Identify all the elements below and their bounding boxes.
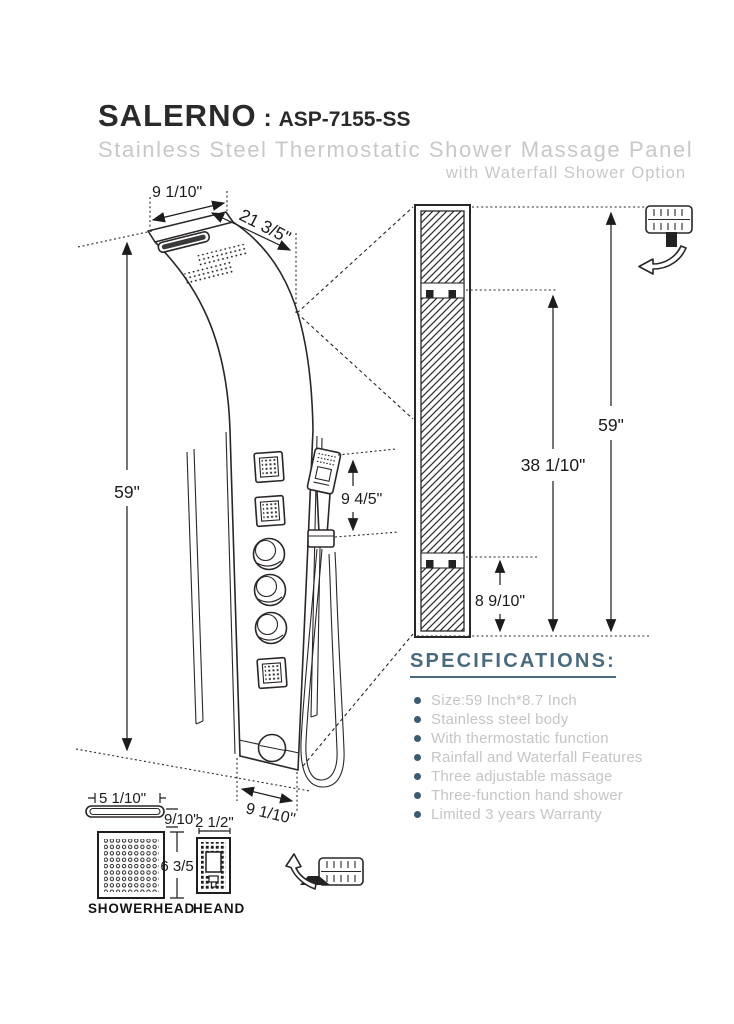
side-view-dimensions: 59" 38 1/10" 8 9/10" [417,206,693,637]
page-title: SALERNO : ASP-7155-SS [98,98,690,134]
dim-bottom-width: 9 1/10" [244,800,297,828]
massage-jet [256,656,288,690]
bullet-icon [414,811,421,818]
control-knob [253,573,287,607]
perspective-lines [75,206,414,792]
hand-detail-label: HEAND [193,901,245,916]
specifications-panel: SPECIFICATIONS: Size:59 Inch*8.7 Inch St… [410,650,660,824]
spec-item: Size:59 Inch*8.7 Inch [410,691,660,710]
hand-shower [306,447,342,548]
rainfall-spray-holes [184,243,249,285]
dim-showerhead-height: 6 3/5 [160,858,193,875]
dim-top-width: 9 1/10" [152,184,202,201]
dim-hand-width: 2 1/2" [195,814,234,831]
bullet-icon [414,697,421,704]
title-separator: : [263,105,272,132]
header: SALERNO : ASP-7155-SS Stainless Steel Th… [98,98,694,183]
dim-head-length: 21 3/5" [236,205,294,248]
bullet-icon [414,792,421,799]
showerhead-detail-drawing: 5 1/10" 9/10" 6 3/5 SHOWERHEAD [85,790,199,916]
model-number: ASP-7155-SS [278,108,411,131]
control-knob [254,611,288,645]
waterfall-slot [157,231,211,254]
spec-item: Three adjustable massage [410,767,660,786]
specifications-title: SPECIFICATIONS: [410,650,616,678]
bullet-icon [414,716,421,723]
spec-item: With thermostatic function [410,729,660,748]
spec-item: Stainless steel body [410,710,660,729]
control-knob [252,537,286,571]
product-subtitle-option: with Waterfall Shower Option [445,164,686,182]
dim-side-height: 59" [598,415,624,435]
brand-name: SALERNO [98,98,257,133]
handshower-tilt-icon [285,853,364,890]
water-outlet [257,733,287,763]
side-view-drawing [414,204,471,638]
product-subtitle: Stainless Steel Thermostatic Shower Mass… [98,137,694,162]
massage-jet [253,450,285,484]
hand-detail-drawing: 2 1/2" HEAND [193,814,245,916]
bullet-icon [414,754,421,761]
showerhead-detail-label: SHOWERHEAD [88,901,195,916]
spec-item: Three-function hand shower [410,786,660,805]
spec-item: Rainfall and Waterfall Features [410,748,660,767]
front-view-dimensions: 9 1/10" 21 3/5" 59" 9 4/5" [75,184,414,828]
mounting-bracket-upper [420,282,465,299]
specifications-list: Size:59 Inch*8.7 Inch Stainless steel bo… [410,691,660,824]
dim-waterfall-slot-width: 5 1/10" [99,790,146,807]
dim-upper-bracket: 38 1/10" [521,455,586,475]
massage-jet [254,494,286,528]
dim-front-height: 59" [114,482,140,502]
handshower-rotate-icon [638,205,693,275]
bullet-icon [414,735,421,742]
dim-lower-bracket: 8 9/10" [475,593,525,610]
dim-slot-offset: 9/10" [164,811,199,828]
mounting-bracket-lower [420,552,465,569]
front-view-drawing [147,211,345,788]
hand-shower-holder [307,529,335,548]
shower-hose [300,548,345,788]
spec-item: Limited 3 years Warranty [410,805,660,824]
dim-handshower-height: 9 4/5" [341,491,382,508]
bullet-icon [414,773,421,780]
